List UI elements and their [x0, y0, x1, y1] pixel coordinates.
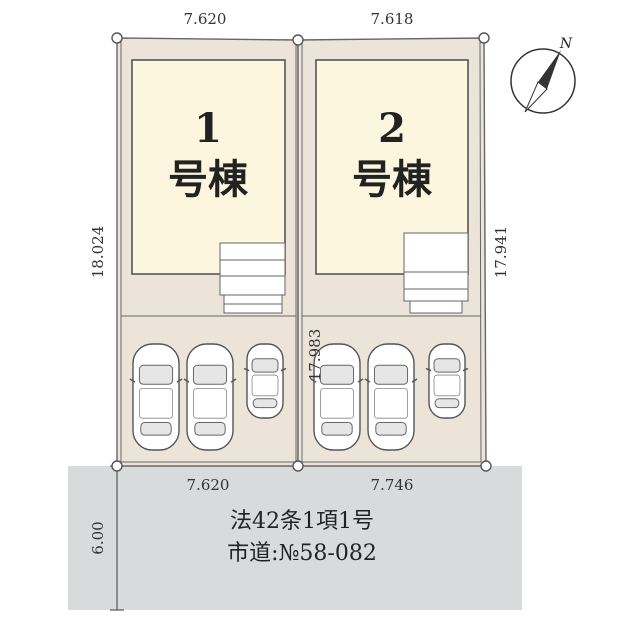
dim-road-width: 6.00	[89, 521, 107, 554]
dim-lot2-bottom: 7.746	[371, 476, 414, 494]
road-area	[68, 466, 522, 610]
dim-lot2-inner-left: 17.983	[306, 329, 324, 382]
car-icon	[183, 343, 237, 451]
dim-lot1-bottom: 7.620	[187, 476, 230, 494]
compass-north-label: N	[559, 36, 573, 52]
dim-lot1-top: 7.620	[184, 10, 227, 28]
boundary-marker	[111, 460, 123, 472]
lot-1-name: 号棟	[168, 156, 249, 203]
dim-lot1-left: 18.024	[89, 226, 107, 279]
car-icon	[129, 343, 183, 451]
road-label-law: 法42条1項1号	[230, 509, 374, 534]
entrance-porch-1	[219, 242, 286, 314]
lot-2-name: 号棟	[352, 156, 433, 203]
boundary-marker	[478, 32, 490, 44]
car-icon	[425, 343, 469, 419]
boundary-marker	[292, 460, 304, 472]
dim-lot2-right: 17.941	[492, 226, 510, 279]
lot-2-number: 2	[378, 105, 406, 152]
boundary-marker	[111, 32, 123, 44]
road-label-name: 市道:№58-082	[227, 541, 377, 566]
boundary-marker	[292, 34, 304, 46]
boundary-marker	[480, 460, 492, 472]
car-icon	[310, 343, 364, 451]
boundary-markers	[111, 32, 492, 472]
entrance-porch-2	[403, 232, 469, 314]
parking-cars	[129, 343, 469, 451]
north-arrow-icon	[510, 48, 576, 114]
dim-lot2-top: 7.618	[371, 10, 414, 28]
building-1	[131, 59, 286, 275]
car-icon	[364, 343, 418, 451]
lot-1-number: 1	[194, 105, 222, 152]
car-icon	[243, 343, 287, 419]
setback-lines	[120, 40, 482, 463]
